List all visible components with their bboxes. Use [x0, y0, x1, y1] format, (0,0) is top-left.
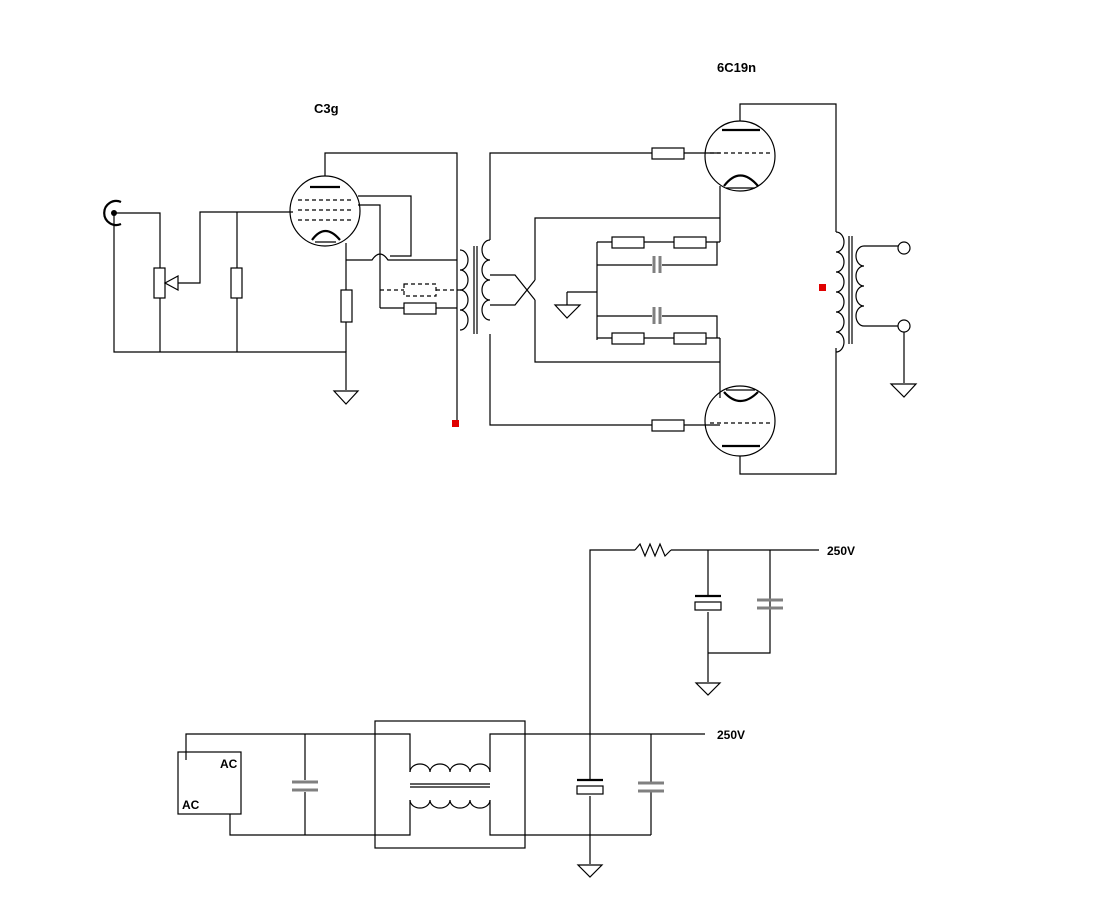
- reservoir-capacitor: [638, 781, 664, 793]
- feedback-resistor-2: [403, 302, 437, 315]
- b-plus-terminal-2: [819, 284, 826, 291]
- ground-symbol-2: [553, 292, 582, 319]
- driver-tube-c3g: [289, 175, 361, 247]
- ground-symbol-5: [694, 682, 722, 696]
- volume-potentiometer: [153, 211, 293, 299]
- ground-symbol-3: [889, 383, 918, 398]
- driver-tube-label: C3g: [314, 101, 339, 116]
- speaker-terminal-2: [897, 319, 911, 333]
- power-transformer: [409, 763, 491, 809]
- filter-capacitor: [757, 598, 783, 610]
- output-grid-resistor-bottom: [651, 419, 685, 432]
- output-grid-resistor-top: [651, 147, 685, 160]
- ac-label-2: AC: [182, 798, 200, 812]
- power-transformer-enclosure: [374, 720, 526, 849]
- wire-input: [113, 212, 347, 390]
- wire-push-pull: [489, 152, 720, 426]
- bias-capacitor-1: [652, 256, 662, 273]
- wire-speaker: [864, 245, 905, 383]
- bias-capacitor-2: [652, 307, 662, 324]
- wire-screen: [358, 195, 412, 257]
- supply-label-250v-2: 250V: [827, 544, 855, 558]
- bias-resistor-2: [673, 236, 707, 249]
- speaker-terminal-1: [897, 241, 911, 255]
- wire-ac: [185, 733, 411, 836]
- bias-resistor-1: [611, 236, 645, 249]
- wire-screen-2: [358, 204, 381, 252]
- output-tube-label: 6C19n: [717, 60, 756, 75]
- ac-source-box: [177, 751, 242, 815]
- wire-center-tap: [490, 217, 720, 363]
- output-tube-top: [704, 120, 776, 192]
- output-tube-bottom: [704, 385, 776, 457]
- ac-label-1: AC: [220, 757, 238, 771]
- wire-output-top: [719, 103, 837, 242]
- output-transformer: [835, 231, 865, 353]
- bias-resistor-4: [673, 332, 707, 345]
- wire-secondary: [489, 733, 705, 864]
- filter-resistor-zigzag: [634, 542, 672, 558]
- ground-symbol-1: [332, 390, 360, 405]
- wire-output-bottom: [719, 338, 837, 475]
- wire-filter-stage: [589, 549, 819, 734]
- supply-label-250v-1: 250V: [717, 728, 745, 742]
- filter-electrolytic: [694, 601, 722, 611]
- wire-bias: [567, 241, 720, 340]
- wire-driver-anode: [324, 152, 458, 420]
- bias-resistor-3: [611, 332, 645, 345]
- cathode-resistor: [340, 289, 353, 323]
- feedback-resistor-1: [403, 283, 437, 297]
- ground-symbol-4: [576, 864, 604, 878]
- grid-resistor: [230, 267, 243, 299]
- b-plus-terminal-1: [452, 420, 459, 427]
- wire-cathode: [345, 243, 457, 352]
- reservoir-electrolytic: [576, 785, 604, 795]
- mains-filter-capacitor: [292, 780, 318, 792]
- interstage-transformer: [459, 239, 491, 334]
